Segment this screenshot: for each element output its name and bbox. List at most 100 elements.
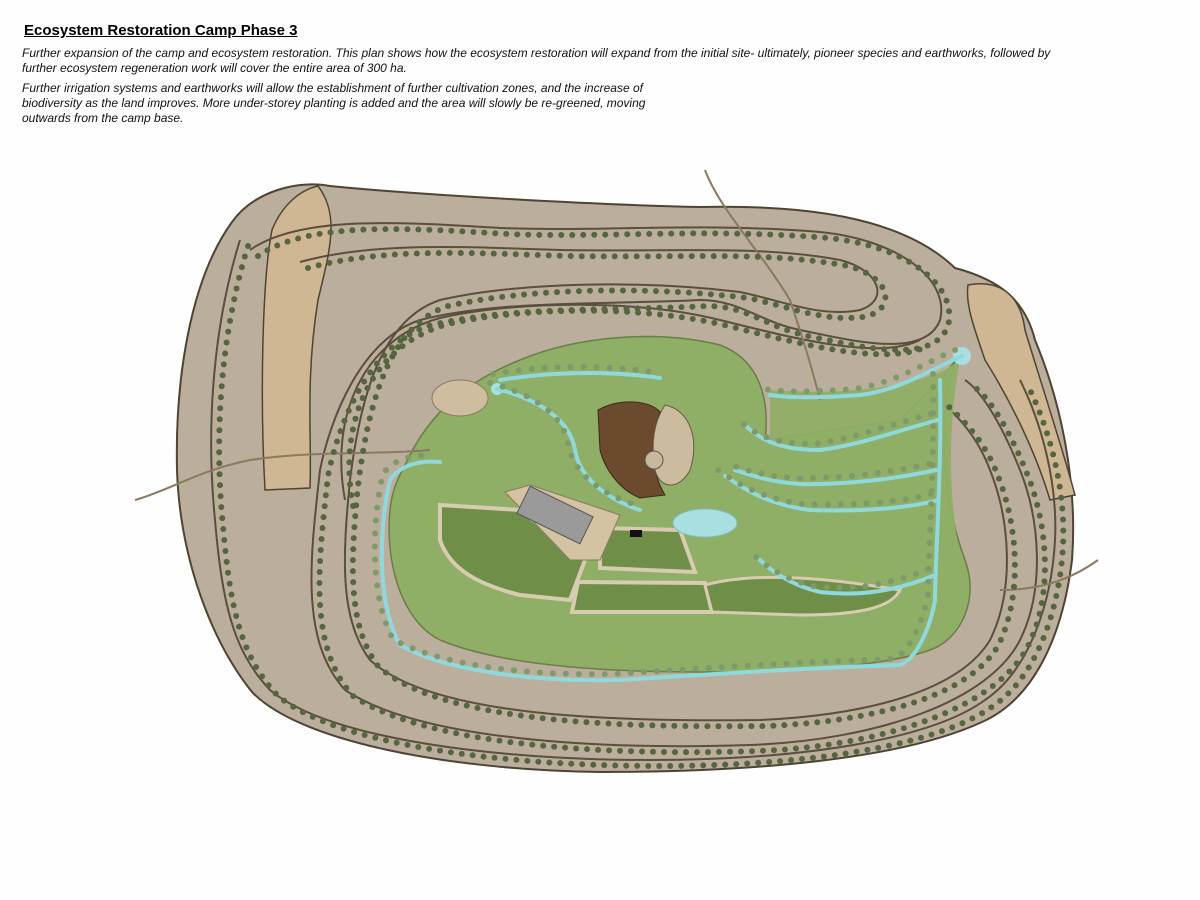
tree <box>1013 660 1020 667</box>
tree <box>835 658 842 665</box>
tree <box>954 411 961 418</box>
tree <box>330 449 337 456</box>
tree <box>837 339 844 346</box>
tree <box>488 295 495 302</box>
tree <box>861 656 868 663</box>
tree <box>890 728 897 735</box>
tree <box>938 287 945 294</box>
tree <box>514 310 521 317</box>
tree <box>655 253 662 260</box>
tree <box>930 383 937 390</box>
tree <box>1036 610 1043 617</box>
tree <box>692 665 699 672</box>
tree <box>512 251 519 258</box>
tree <box>818 344 825 351</box>
tree <box>1057 571 1064 578</box>
tree <box>253 664 260 671</box>
tree <box>255 253 261 259</box>
tree <box>846 714 853 721</box>
tree <box>848 314 855 321</box>
tree <box>216 460 223 467</box>
tree <box>360 447 367 454</box>
tree <box>372 556 379 563</box>
tree <box>760 491 767 498</box>
tree <box>612 762 619 769</box>
tree <box>820 259 827 266</box>
tree <box>350 397 357 404</box>
tree <box>1028 389 1035 396</box>
tree <box>536 669 543 676</box>
irrigation-channel <box>379 378 943 683</box>
tree <box>753 554 760 561</box>
tree <box>1059 505 1066 512</box>
tree <box>1058 560 1065 567</box>
tree <box>628 748 635 755</box>
tree <box>623 762 630 769</box>
tree <box>737 723 744 730</box>
tree <box>231 296 238 303</box>
tree <box>363 643 370 650</box>
tree <box>868 382 875 389</box>
tree <box>930 371 936 377</box>
tree <box>902 418 909 425</box>
tree <box>924 342 931 349</box>
tree <box>216 449 223 456</box>
tree <box>774 569 781 576</box>
tree <box>952 347 958 353</box>
tree <box>421 689 428 696</box>
tree <box>826 337 833 344</box>
tree <box>350 590 357 597</box>
tree <box>1011 561 1018 568</box>
tree <box>318 612 325 619</box>
tree <box>442 696 449 703</box>
tree <box>351 728 358 735</box>
tree <box>745 467 752 474</box>
tree <box>217 405 224 412</box>
tree <box>372 394 379 401</box>
tree <box>848 657 855 664</box>
tree <box>785 574 792 581</box>
tree <box>949 724 956 731</box>
tree <box>259 673 266 680</box>
tree <box>938 728 945 735</box>
tree <box>326 259 333 266</box>
tree <box>567 253 574 260</box>
tree <box>580 231 587 238</box>
tree <box>776 437 783 444</box>
tree <box>772 301 779 308</box>
tree <box>786 337 793 344</box>
tree <box>562 670 569 677</box>
tree <box>758 470 765 477</box>
tree <box>666 253 673 260</box>
tree <box>978 663 985 670</box>
tree <box>580 364 587 371</box>
tree <box>536 231 543 238</box>
tree <box>245 243 251 249</box>
tree <box>916 363 923 370</box>
tree <box>402 250 409 257</box>
tree <box>770 747 777 754</box>
tree <box>316 230 323 237</box>
tree <box>446 249 453 256</box>
tree <box>619 287 626 294</box>
tree <box>425 312 432 319</box>
tree <box>573 745 580 752</box>
tree <box>1005 690 1012 697</box>
tree <box>679 666 686 673</box>
tree <box>470 228 477 235</box>
tree <box>929 474 936 481</box>
tree <box>743 253 750 260</box>
tree <box>741 421 748 428</box>
tree <box>641 287 648 294</box>
tree <box>799 756 806 763</box>
tree <box>862 269 869 276</box>
tree <box>755 759 762 766</box>
tree <box>350 535 357 542</box>
tree <box>969 715 976 722</box>
tree <box>230 602 237 609</box>
tree <box>971 695 978 702</box>
tree <box>521 291 528 298</box>
tree <box>622 253 629 260</box>
tree <box>1060 538 1067 545</box>
tree <box>674 289 681 296</box>
